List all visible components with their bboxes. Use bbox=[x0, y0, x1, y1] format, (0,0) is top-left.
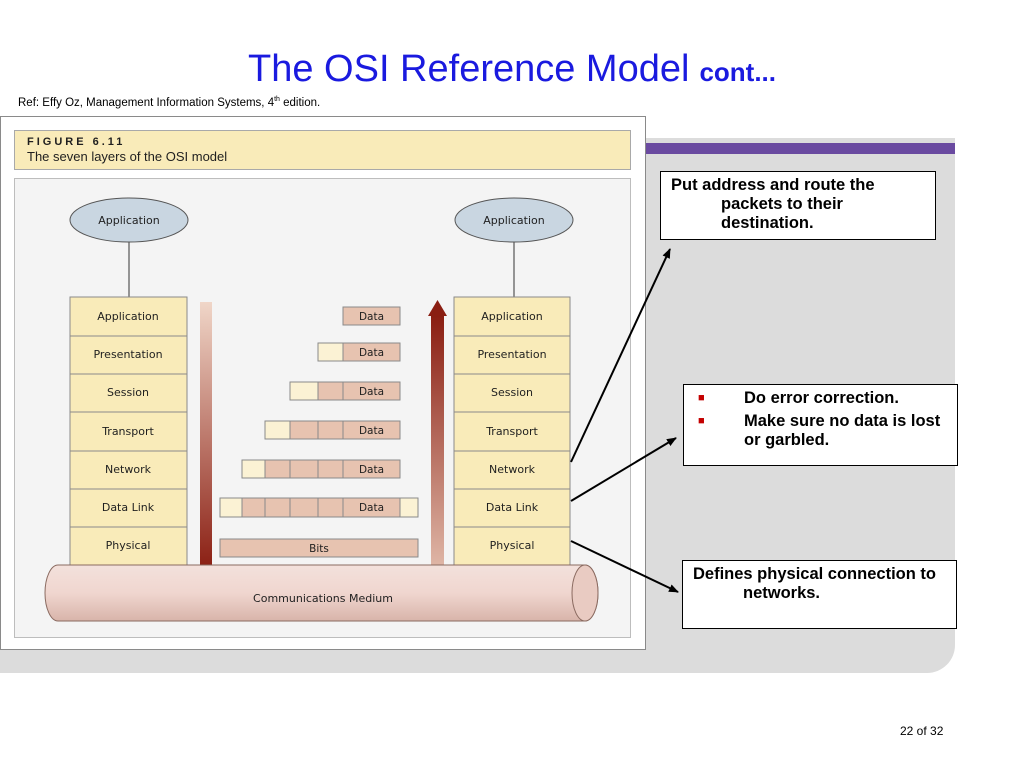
right-layer-label: Data Link bbox=[486, 501, 539, 514]
right-layer-network: Network bbox=[453, 450, 571, 490]
right-layer-label: Application bbox=[481, 310, 542, 323]
left-layer-session: Session bbox=[69, 373, 188, 413]
callout-physical-layer: Defines physical connection to networks. bbox=[682, 560, 957, 629]
medium-label: Communications Medium bbox=[253, 592, 393, 605]
right-layer-transport: Transport bbox=[453, 411, 571, 452]
bits-label: Bits bbox=[309, 543, 329, 555]
right-layer-label: Presentation bbox=[477, 348, 546, 361]
left-layer-presentation: Presentation bbox=[69, 335, 188, 375]
left-layer-label: Presentation bbox=[93, 348, 162, 361]
right-layer-application: Application bbox=[453, 296, 571, 337]
figure-label: FIGURE 6.11 bbox=[27, 136, 126, 148]
callout-bullet-text: Do error correction. bbox=[744, 389, 899, 407]
packet-data-label: Data bbox=[359, 386, 384, 398]
left-layer-label: Application bbox=[97, 310, 158, 323]
packet-data-label: Data bbox=[359, 347, 384, 359]
square-bullet-icon: ■ bbox=[698, 415, 705, 427]
square-bullet-icon: ■ bbox=[698, 392, 705, 404]
left-layer-label: Network bbox=[105, 463, 152, 476]
figure-caption-box bbox=[14, 130, 631, 170]
left-layer-transport: Transport bbox=[69, 411, 188, 452]
packet-data-label: Data bbox=[359, 502, 384, 514]
packet-data-label: Data bbox=[359, 425, 384, 437]
callout-network-text: Put address and route the packets to the… bbox=[671, 176, 875, 232]
ref-sup: th bbox=[274, 96, 280, 103]
left-layer-physical: Physical bbox=[69, 526, 188, 566]
left-layer-label: Physical bbox=[106, 539, 151, 552]
left-layer-label: Session bbox=[107, 386, 149, 399]
right-layer-label: Network bbox=[489, 463, 536, 476]
callout-network-layer: Put address and route the packets to the… bbox=[660, 171, 936, 240]
ref-suffix: edition. bbox=[279, 96, 321, 109]
figure-caption: The seven layers of the OSI model bbox=[27, 149, 228, 164]
left-layer-stack: Application Presentation Session Transpo… bbox=[69, 296, 188, 566]
left-layer-application: Application bbox=[69, 296, 188, 337]
packet-transport: Data bbox=[264, 420, 401, 440]
left-top-label: Application bbox=[98, 214, 159, 227]
left-top-ellipse: Application bbox=[69, 197, 189, 243]
packet-data-label: Data bbox=[359, 311, 384, 323]
slide-title: The OSI Reference Model cont... bbox=[0, 48, 1024, 91]
left-layer-label: Data Link bbox=[102, 501, 155, 514]
reference-line: Ref: Effy Oz, Management Information Sys… bbox=[18, 96, 320, 109]
callout-bullet-text: Make sure no data is lost or garbled. bbox=[744, 412, 941, 449]
right-layer-label: Session bbox=[491, 386, 533, 399]
right-layer-stack: Application Presentation Session Transpo… bbox=[453, 296, 571, 566]
callout-bullet-row: ■ Do error correction. bbox=[694, 389, 947, 408]
page-number: 22 of 32 bbox=[900, 724, 944, 738]
left-layer-label: Transport bbox=[101, 425, 154, 438]
title-cont: cont... bbox=[699, 57, 776, 87]
packet-network: Data bbox=[241, 459, 401, 479]
right-layer-label: Physical bbox=[490, 539, 535, 552]
right-layer-physical: Physical bbox=[453, 526, 571, 566]
ref-prefix: Ref: Effy Oz, Management Information Sys… bbox=[18, 96, 275, 109]
packet-physical-bits: Bits bbox=[219, 538, 419, 558]
communications-medium: Communications Medium bbox=[44, 564, 599, 622]
packet-presentation: Data bbox=[317, 342, 401, 362]
packet-application: Data bbox=[342, 306, 401, 326]
left-layer-network: Network bbox=[69, 450, 188, 490]
right-layer-data-link: Data Link bbox=[453, 488, 571, 528]
right-layer-presentation: Presentation bbox=[453, 335, 571, 375]
right-layer-label: Transport bbox=[485, 425, 538, 438]
packet-session: Data bbox=[289, 381, 401, 401]
title-main: The OSI Reference Model bbox=[248, 48, 690, 90]
callout-bullet-row: ■ Make sure no data is lost or garbled. bbox=[694, 412, 947, 450]
left-layer-data-link: Data Link bbox=[69, 488, 188, 528]
right-layer-session: Session bbox=[453, 373, 571, 413]
accent-stripe bbox=[646, 143, 955, 154]
callout-data-link-layer: ■ Do error correction. ■ Make sure no da… bbox=[683, 384, 958, 466]
packet-data-label: Data bbox=[359, 464, 384, 476]
right-top-label: Application bbox=[483, 214, 544, 227]
packet-data-link: Data bbox=[219, 497, 419, 518]
right-top-ellipse: Application bbox=[454, 197, 574, 243]
callout-physical-text: Defines physical connection to networks. bbox=[693, 565, 936, 602]
